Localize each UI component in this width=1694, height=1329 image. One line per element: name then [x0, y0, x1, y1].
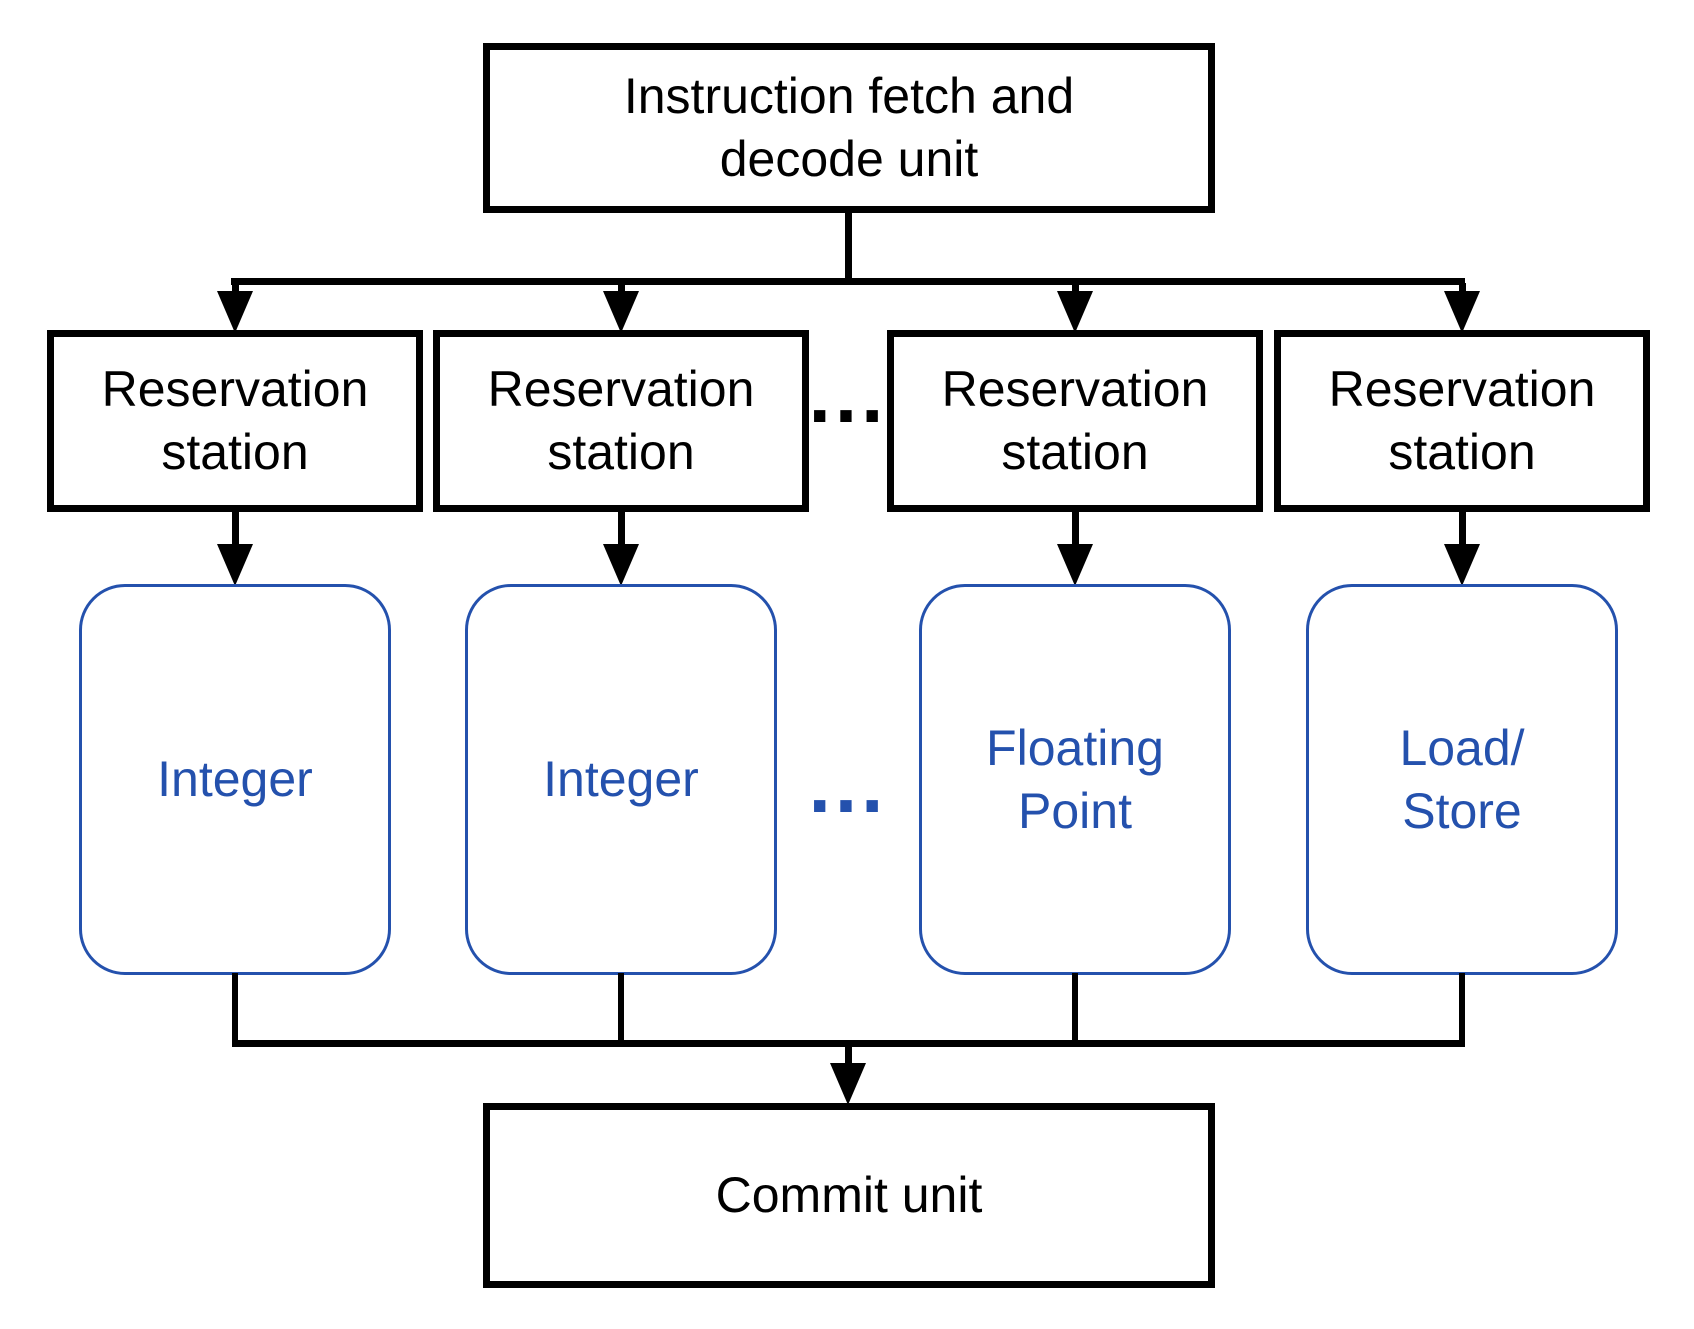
functional-unit-label: Floating Point [986, 719, 1164, 839]
arrow-down-icon [603, 283, 639, 333]
functional-unit-box-integer-2: Integer [465, 584, 777, 975]
functional-unit-box-floating-point: Floating Point [919, 584, 1231, 975]
reservation-station-box-2: Reservation station [433, 330, 809, 512]
functional-unit-box-load-store: Load/ Store [1306, 584, 1618, 975]
arrow-down-icon [1444, 510, 1480, 586]
connector-merge-line [232, 1040, 1465, 1047]
reservation-station-box-1: Reservation station [47, 330, 423, 512]
reservation-station-label: Reservation station [101, 361, 369, 480]
arrow-down-icon [603, 510, 639, 586]
reservation-station-label: Reservation station [487, 361, 755, 480]
reservation-station-label: Reservation station [1328, 361, 1596, 480]
ellipsis-stations: ... [808, 350, 888, 439]
connector-top-stub [845, 211, 852, 281]
reservation-station-box-4: Reservation station [1274, 330, 1650, 512]
commit-unit-label: Commit unit [715, 1167, 983, 1223]
arrow-down-icon [217, 283, 253, 333]
instruction-fetch-decode-box: Instruction fetch and decode unit [483, 43, 1215, 213]
merge-stem [618, 973, 624, 1043]
merge-stem [1072, 973, 1078, 1043]
instruction-fetch-decode-label: Instruction fetch and decode unit [623, 68, 1075, 187]
reservation-station-label: Reservation station [941, 361, 1209, 480]
reservation-station-box-3: Reservation station [887, 330, 1263, 512]
functional-unit-label: Load/ Store [1399, 719, 1525, 839]
functional-unit-label: Integer [543, 751, 699, 807]
connector-distribution-line [231, 278, 1465, 285]
merge-stem [1459, 973, 1465, 1043]
functional-unit-box-integer-1: Integer [79, 584, 391, 975]
arrow-down-icon [1057, 283, 1093, 333]
arrow-down-icon [1057, 510, 1093, 586]
functional-unit-label: Integer [157, 751, 313, 807]
arrow-down-icon [217, 510, 253, 586]
arrow-down-icon [1444, 283, 1480, 333]
merge-stem [232, 973, 238, 1043]
arrow-down-icon [830, 1045, 866, 1105]
ellipsis-units: ... [808, 740, 888, 829]
commit-unit-box: Commit unit [483, 1103, 1215, 1288]
